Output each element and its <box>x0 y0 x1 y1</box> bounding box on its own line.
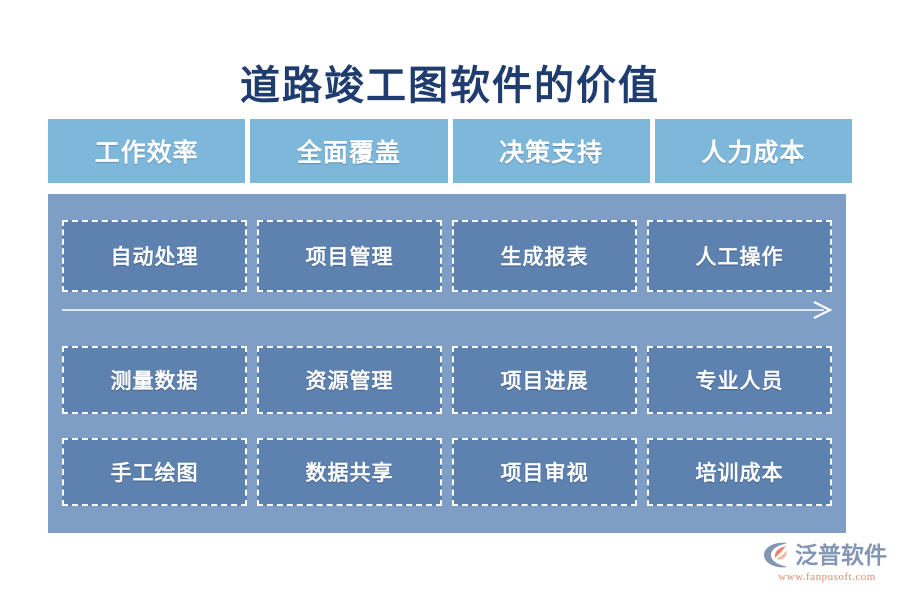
content-row-1: 自动处理 项目管理 生成报表 人工操作 <box>62 220 832 292</box>
header-card-full-coverage[interactable]: 全面覆盖 <box>250 119 448 183</box>
brand-name: 泛普软件 <box>795 542 887 568</box>
header-card-label: 人力成本 <box>701 140 806 167</box>
cell-label: 项目审视 <box>500 461 589 485</box>
cell-professional-staff[interactable]: 专业人员 <box>647 346 832 414</box>
content-panel: 自动处理 项目管理 生成报表 人工操作 测量数据 资 <box>48 194 846 533</box>
brand-logo-top: 泛普软件 <box>762 540 892 570</box>
fanpu-logo-mark-icon <box>764 542 788 568</box>
cell-label: 专业人员 <box>695 369 784 393</box>
cell-training-cost[interactable]: 培训成本 <box>647 438 832 506</box>
header-card-label: 工作效率 <box>94 140 199 167</box>
content-row-3: 手工绘图 数据共享 项目审视 培训成本 <box>62 438 832 506</box>
cell-manual-drawing[interactable]: 手工绘图 <box>62 438 247 506</box>
cell-label: 资源管理 <box>305 369 394 393</box>
header-card-label: 全面覆盖 <box>296 140 401 167</box>
cell-label: 项目管理 <box>305 245 394 269</box>
cell-label: 数据共享 <box>305 461 394 485</box>
cell-label: 自动处理 <box>110 245 199 269</box>
header-card-labor-cost[interactable]: 人力成本 <box>654 119 852 183</box>
cell-resource-management[interactable]: 资源管理 <box>257 346 442 414</box>
header-card-decision-support[interactable]: 决策支持 <box>452 119 650 183</box>
cell-project-review[interactable]: 项目审视 <box>452 438 637 506</box>
brand-logo: 泛普软件 www.fanpusoft.com <box>762 540 892 590</box>
header-card-work-efficiency[interactable]: 工作效率 <box>48 119 246 183</box>
header-card-label: 决策支持 <box>499 140 604 167</box>
cell-label: 项目进展 <box>500 369 589 393</box>
content-row-2: 测量数据 资源管理 项目进展 专业人员 <box>62 346 832 414</box>
cell-label: 生成报表 <box>500 245 589 269</box>
progress-arrow-icon <box>62 301 833 319</box>
page-title: 道路竣工图软件的价值 <box>240 63 660 108</box>
cell-data-sharing[interactable]: 数据共享 <box>257 438 442 506</box>
cell-label: 测量数据 <box>110 369 199 393</box>
cell-label: 手工绘图 <box>110 461 199 485</box>
cell-auto-processing[interactable]: 自动处理 <box>62 220 247 292</box>
cell-generate-report[interactable]: 生成报表 <box>452 220 637 292</box>
fanpu-logo-icon <box>762 541 792 569</box>
cell-manual-operation[interactable]: 人工操作 <box>647 220 832 292</box>
cell-project-management[interactable]: 项目管理 <box>257 220 442 292</box>
header-card-row: 工作效率 全面覆盖 决策支持 人力成本 <box>48 119 852 183</box>
progress-arrow <box>62 301 834 319</box>
cell-project-progress[interactable]: 项目进展 <box>452 346 637 414</box>
brand-url: www.fanpusoft.com <box>778 571 876 583</box>
cell-label: 人工操作 <box>695 245 784 269</box>
cell-survey-data[interactable]: 测量数据 <box>62 346 247 414</box>
cell-label: 培训成本 <box>695 461 784 485</box>
